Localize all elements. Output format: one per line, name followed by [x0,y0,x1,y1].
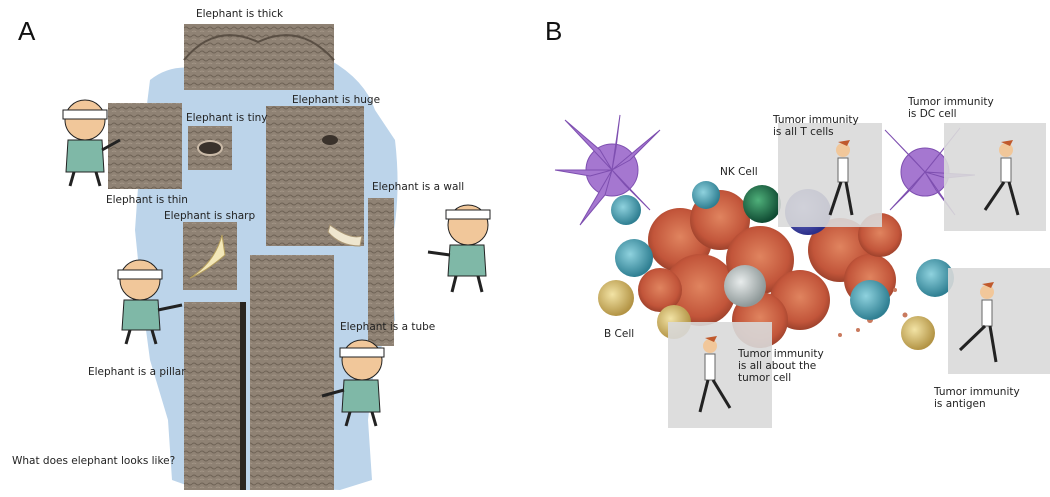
side-patch [368,198,394,346]
label-t-cells-line1: Tumor immunity [773,114,859,126]
label-thick: Elephant is thick [196,8,284,20]
label-antigen-line2: is antigen [934,398,986,411]
label-huge: Elephant is huge [292,94,381,106]
label-sharp: Elephant is sharp [164,210,256,222]
label-antigen-line1: Tumor immunity [934,386,1020,398]
label-wall: Elephant is a wall [372,181,465,193]
label-tumor: Tumor immunity is all about the tumor ce… [738,348,824,384]
doctor-box-dc [944,123,1046,231]
label-question: What does elephant looks like? [12,455,176,467]
dendritic-cell-left [554,114,661,226]
blindfolded-man-leg [117,259,183,345]
teal-cell [615,239,653,277]
ear-patch [108,103,182,189]
doctor-box-tumor [668,322,772,428]
label-tumor-line3: tumor cell [738,372,792,385]
doctor-box-t-cells [778,123,882,227]
teal-cell [850,280,890,320]
label-dc-line2: is DC cell [908,108,957,121]
nk-cell-body [743,185,781,223]
blindfolded-man-wall [427,204,491,293]
blindfolded-man-trunk [321,339,385,427]
yellow-cell [901,316,935,350]
label-tube: Elephant is a tube [340,321,436,333]
teal-cell [692,181,720,209]
tusk-patch [183,222,237,290]
label-t-cells-line2: is all T cells [773,126,834,139]
label-b-cell: B Cell [604,328,635,340]
trunk-patch [250,255,334,490]
doctor-box-antigen [948,268,1050,374]
b-cell-body [598,280,634,316]
gray-cell [724,265,766,307]
label-dc: Tumor immunity is DC cell [908,96,994,120]
label-dc-line1: Tumor immunity [908,96,994,108]
head-top-patch [184,24,334,90]
teal-cell [611,195,641,225]
face-patch [266,106,364,246]
blindfolded-man-ear [62,99,121,187]
label-t-cells: Tumor immunity is all T cells [773,114,859,138]
label-tiny: Elephant is tiny [186,112,268,124]
label-antigen: Tumor immunity is antigen [934,386,1020,410]
label-tumor-line1: Tumor immunity [738,348,824,360]
label-tumor-line2: is all about the [738,360,817,373]
teal-cell [916,259,954,297]
label-nk-cell: NK Cell [720,166,758,178]
label-thin: Elephant is thin [106,194,188,206]
panel-b-letter: B [545,16,563,46]
panel-a-letter: A [18,16,36,46]
label-pillar: Elephant is a pillar [88,366,186,378]
leg-patch [184,302,246,490]
